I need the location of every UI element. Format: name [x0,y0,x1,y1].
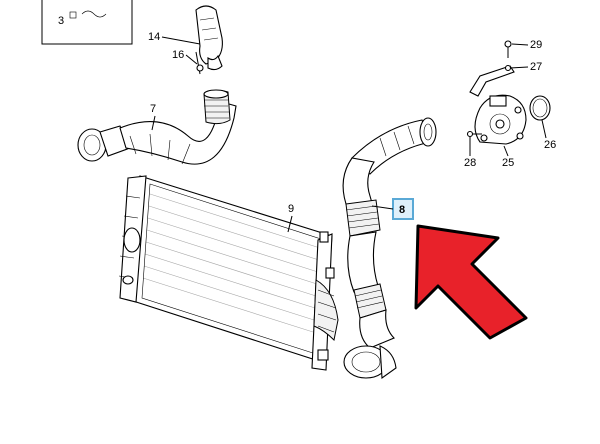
callout-3[interactable]: 3 [58,15,64,27]
callout-7[interactable]: 7 [150,103,156,115]
callout-8[interactable]: 8 [399,204,405,216]
callout-14[interactable]: 14 [148,31,160,43]
callout-28[interactable]: 28 [464,157,476,169]
bolt-part-29 [504,40,512,58]
callout-27[interactable]: 27 [530,61,542,73]
callout-26[interactable]: 26 [544,139,556,151]
hose-part-7 [77,89,237,165]
upper-pipe-part-14 [195,5,223,75]
gasket-part-26 [529,95,551,121]
hose-part-8 [342,117,437,380]
throttle-body-part-25 [474,94,527,145]
callout-16[interactable]: 16 [172,49,184,61]
callout-29[interactable]: 29 [530,39,542,51]
callout-25[interactable]: 25 [502,157,514,169]
inset-box: 3 [41,0,133,45]
intercooler-part-9 [118,175,339,371]
bolt-part-28 [466,130,482,138]
red-arrow-icon [414,224,528,340]
bracket-part-27 [469,64,515,97]
callout-8-highlight[interactable]: 8 [392,198,414,220]
callout-9[interactable]: 9 [288,203,294,215]
